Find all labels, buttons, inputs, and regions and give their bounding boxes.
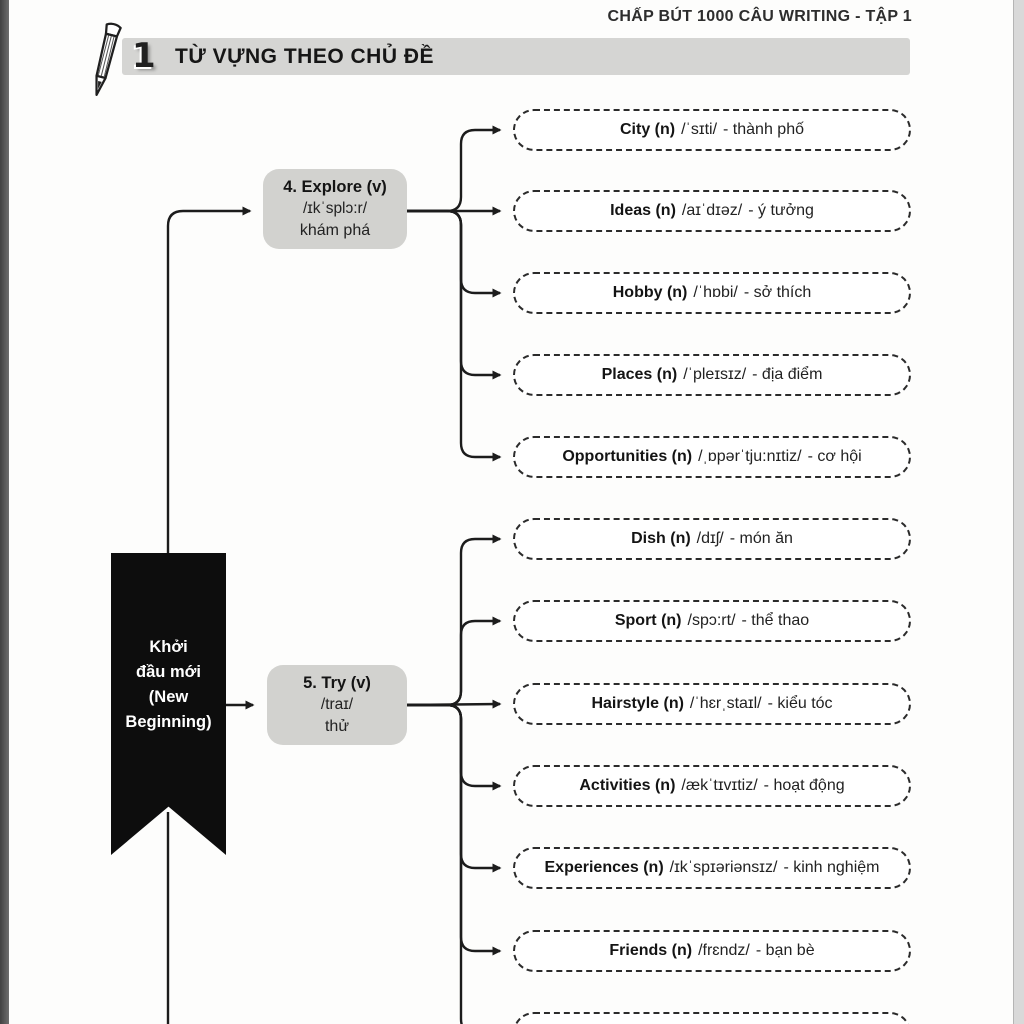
leaf-ipa: /ˈhɒbi/ (693, 284, 738, 301)
leaf-meaning: - kinh nghiệm (783, 859, 880, 876)
book-title: CHẤP BÚT 1000 CÂU WRITING - TẬP 1 (607, 8, 912, 25)
leaf-meaning: - kiểu tóc (767, 695, 833, 712)
leaf-node: Experiences (n) /ɪkˈspɪəriənsɪz/ - kinh … (513, 847, 911, 889)
leaf-word: Experiences (n) (544, 859, 664, 876)
section-title: TỪ VỰNG THEO CHỦ ĐỀ (175, 45, 435, 68)
branch-meaning: thử (324, 718, 350, 735)
leaf-node: Dish (n) /dɪʃ/ - món ăn (513, 518, 911, 560)
section-banner (122, 38, 910, 75)
root-label-line: (New (148, 688, 189, 706)
leaf-ipa: /spɔ:rt/ (687, 612, 736, 629)
leaf-word: Sport (n) (614, 612, 682, 629)
leaf-meaning: - món ăn (729, 530, 793, 547)
leaf-node (513, 1012, 911, 1024)
branch-title: 5. Try (v) (303, 674, 371, 692)
leaf-word: City (n) (620, 121, 676, 138)
pencil-icon (95, 22, 122, 96)
leaf-word: Ideas (n) (610, 202, 676, 219)
leaf-meaning: - thành phố (723, 121, 804, 138)
root-label-line: Beginning) (125, 713, 212, 731)
branch-node-try: 5. Try (v) /traɪ/ thử (267, 665, 407, 745)
leaf-meaning: - cơ hội (807, 448, 862, 465)
leaf-meaning: - hoạt động (763, 777, 845, 794)
leaf-word: Hobby (n) (612, 284, 688, 301)
section-number: 1 (132, 36, 156, 76)
leaf-meaning: - sở thích (743, 284, 812, 301)
leaf-ipa: /frɛndz/ (698, 942, 750, 959)
leaf-ipa: /ˈhɛrˌstaɪl/ (689, 695, 762, 712)
leaf-node: Hairstyle (n) /ˈhɛrˌstaɪl/ - kiểu tóc (513, 683, 911, 725)
branch-ipa: /traɪ/ (320, 696, 354, 713)
leaf-ipa: /dɪʃ/ (696, 530, 724, 547)
leaf-node: Places (n) /ˈpleɪsɪz/ - địa điểm (513, 354, 911, 396)
leaf-ipa: /ɪkˈspɪəriənsɪz/ (669, 859, 778, 876)
leaf-node: Ideas (n) /aɪˈdɪəz/ - ý tưởng (513, 190, 911, 232)
root-label-line: đầu mới (136, 663, 201, 681)
leaf-word: Places (n) (601, 366, 678, 383)
leaf-node: Friends (n) /frɛndz/ - bạn bè (513, 930, 911, 972)
leaf-ipa: /ækˈtɪvɪtiz/ (681, 777, 758, 794)
leaf-meaning: - ý tưởng (748, 202, 814, 219)
branch-title: 4. Explore (v) (283, 178, 387, 196)
branch-meaning: khám phá (299, 222, 371, 239)
leaf-node: Activities (n) /ækˈtɪvɪtiz/ - hoạt động (513, 765, 911, 807)
root-label-line: Khởi (149, 638, 188, 656)
leaf-word: Activities (n) (579, 777, 676, 794)
branch-node-explore: 4. Explore (v) /ɪkˈsplɔ:r/ khám phá (263, 169, 407, 249)
root-ribbon: Khởi đầu mới (New Beginning) (111, 553, 226, 855)
leaf-ipa: /ˈsɪti/ (681, 121, 718, 138)
leaf-word: Opportunities (n) (562, 448, 693, 465)
page-right-edge (1013, 0, 1024, 1024)
leaf-node: Sport (n) /spɔ:rt/ - thể thao (513, 600, 911, 642)
branch-ipa: /ɪkˈsplɔ:r/ (302, 200, 368, 217)
page-left-edge (0, 0, 9, 1024)
leaf-node: Opportunities (n) /ˌɒpərˈtju:nɪtiz/ - cơ… (513, 436, 911, 478)
leaf-node: City (n) /ˈsɪti/ - thành phố (513, 109, 911, 151)
leaf-word: Friends (n) (609, 942, 693, 959)
leaf-ipa: /ˌɒpərˈtju:nɪtiz/ (698, 448, 802, 465)
leaf-meaning: - bạn bè (755, 942, 815, 959)
leaf-ipa: /aɪˈdɪəz/ (681, 202, 743, 219)
leaf-ipa: /ˈpleɪsɪz/ (683, 366, 747, 383)
leaf-word: Dish (n) (631, 530, 691, 547)
leaf-meaning: - thể thao (741, 612, 810, 629)
leaf-meaning: - địa điểm (752, 366, 823, 383)
leaf-word: Hairstyle (n) (591, 695, 684, 712)
leaf-node: Hobby (n) /ˈhɒbi/ - sở thích (513, 272, 911, 314)
